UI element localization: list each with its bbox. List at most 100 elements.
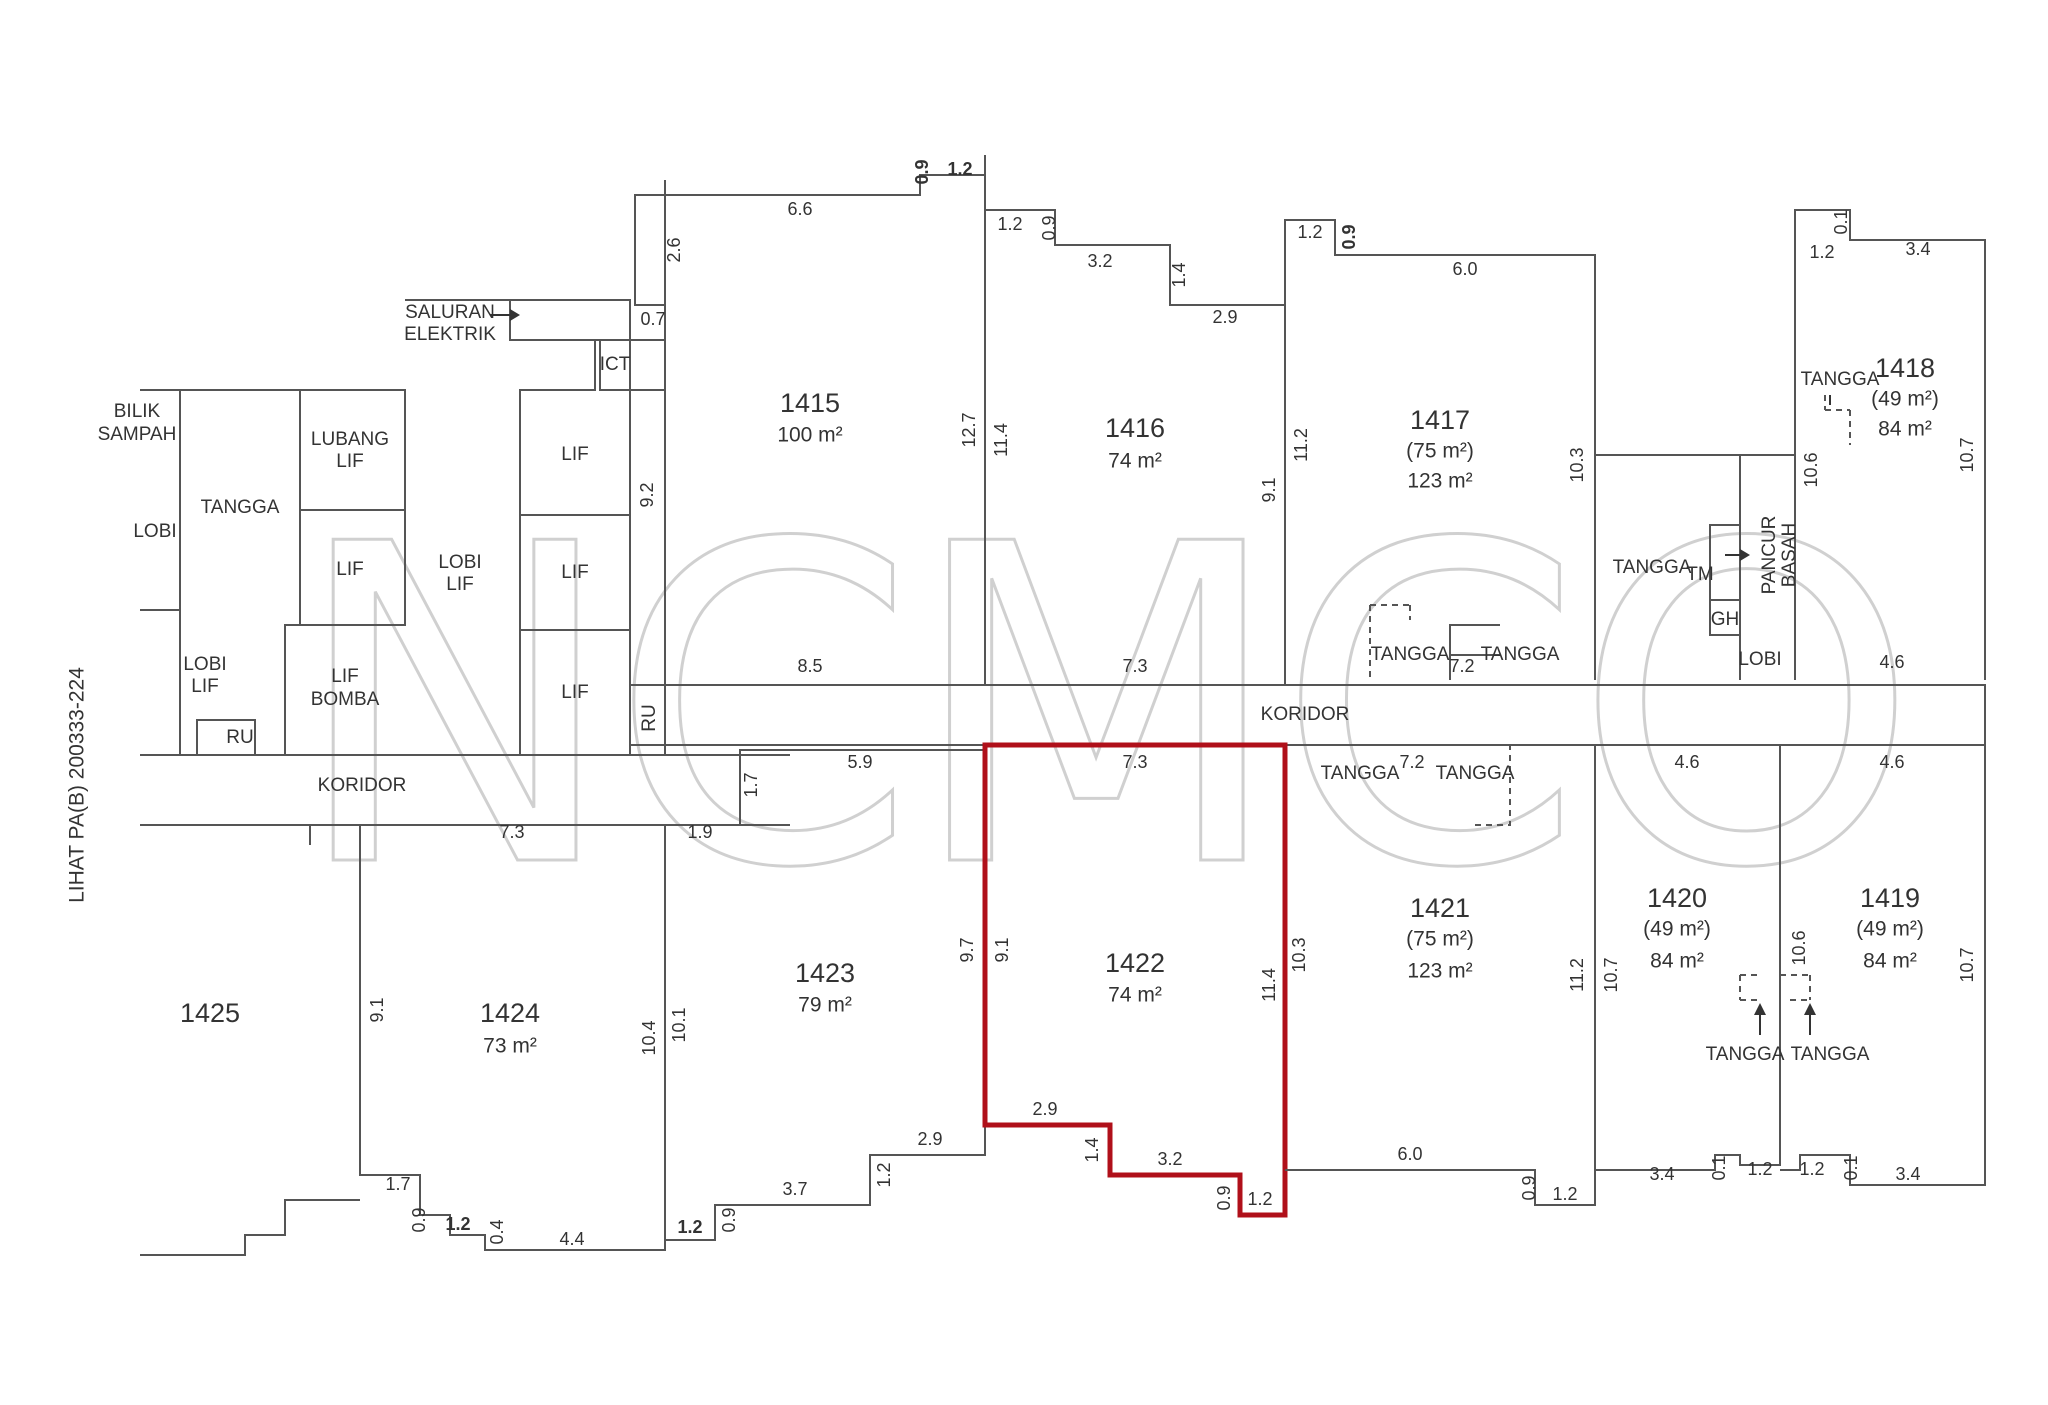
unit-1417-area-in: (75 m²) bbox=[1406, 440, 1474, 463]
label-koridor-right: KORIDOR bbox=[1261, 704, 1350, 725]
dim-label: 1.9 bbox=[687, 822, 712, 842]
room-labels: BILIK SAMPAH LOBI TANGGA LUBANG LIF LIF … bbox=[66, 302, 1880, 1065]
dim-label: 10.4 bbox=[639, 1020, 659, 1055]
dim-label: 11.4 bbox=[1259, 968, 1279, 1002]
label-tangga-1418: TANGGA bbox=[1801, 369, 1880, 390]
dim-label: 3.4 bbox=[1905, 239, 1930, 259]
dim-label: 5.9 bbox=[847, 752, 872, 772]
dim-label: 11.2 bbox=[1291, 428, 1311, 462]
dim-label: 10.3 bbox=[1289, 937, 1309, 972]
label-lif-1: LIF bbox=[336, 559, 363, 580]
dimension-labels: 6.6 2.6 0.7 9.2 12.7 0.9 1.2 1.2 0.9 3.2… bbox=[367, 159, 1977, 1249]
dim-label: 12.7 bbox=[959, 412, 979, 447]
dim-label: 2.9 bbox=[1032, 1099, 1057, 1119]
unit-1423-area: 79 m² bbox=[798, 994, 852, 1017]
dim-label: 0.1 bbox=[1841, 1155, 1861, 1180]
dim-label: 1.4 bbox=[1169, 262, 1189, 287]
dim-label: 0.9 bbox=[719, 1207, 739, 1232]
unit-1417-area: 123 m² bbox=[1407, 470, 1472, 493]
dim-label: 0.9 bbox=[1339, 224, 1359, 249]
unit-1415-outline bbox=[634, 155, 986, 685]
dim-label: 3.7 bbox=[782, 1179, 807, 1199]
unit-1424-number: 1424 bbox=[480, 998, 540, 1028]
label-ru-2: RU bbox=[639, 704, 660, 731]
unit-1419-area: 84 m² bbox=[1863, 950, 1917, 973]
label-tangga-core: TANGGA bbox=[201, 497, 280, 518]
unit-1419-number: 1419 bbox=[1860, 883, 1920, 913]
watermark: NCMCO bbox=[290, 452, 1910, 964]
label-ict: ICT bbox=[600, 354, 631, 375]
dim-label: 9.1 bbox=[367, 997, 387, 1022]
label-lobi-right: LOBI bbox=[1738, 649, 1781, 670]
unit-1419-outline bbox=[1780, 745, 1986, 1186]
unit-1417-number: 1417 bbox=[1410, 405, 1470, 435]
dim-label: 1.7 bbox=[741, 772, 761, 797]
label-bilik: BILIK bbox=[114, 401, 161, 422]
dim-label: 1.2 bbox=[1747, 1159, 1772, 1179]
dim-label: 1.2 bbox=[1809, 242, 1834, 262]
dim-label: 4.6 bbox=[1879, 652, 1904, 672]
label-basah: BASAH bbox=[1779, 523, 1800, 587]
label-tm: TM bbox=[1686, 564, 1713, 585]
unit-1422-highlight bbox=[982, 742, 1288, 1218]
dim-label: 1.4 bbox=[1082, 1137, 1102, 1162]
unit-1420-area: 84 m² bbox=[1650, 950, 1704, 973]
dim-label: 9.1 bbox=[992, 937, 1012, 962]
dim-label: 1.2 bbox=[997, 214, 1022, 234]
label-ru-1: RU bbox=[226, 727, 253, 748]
label-lif-2: LIF bbox=[561, 444, 588, 465]
label-lubang: LUBANG bbox=[311, 429, 389, 450]
unit-1421-number: 1421 bbox=[1410, 893, 1470, 923]
dim-label: 7.2 bbox=[1399, 752, 1424, 772]
unit-1418-number: 1418 bbox=[1875, 353, 1935, 383]
label-lif-bomba-b: BOMBA bbox=[311, 689, 380, 710]
unit-labels: 1415 100 m² 1416 74 m² 1417 (75 m²) 123 … bbox=[180, 353, 1939, 1057]
label-koridor-left: KORIDOR bbox=[318, 775, 407, 796]
dim-label: 7.2 bbox=[1449, 656, 1474, 676]
unit-1418-outline bbox=[1794, 209, 1986, 680]
label-gh: GH bbox=[1711, 609, 1740, 630]
dim-label: 10.1 bbox=[669, 1007, 689, 1042]
unit-1415-area: 100 m² bbox=[777, 424, 842, 447]
side-note: LIHAT PA(B) 200333-224 bbox=[66, 667, 89, 903]
dim-label: 0.7 bbox=[640, 309, 665, 329]
unit-1420-outline bbox=[1595, 745, 1781, 1171]
dim-label: 11.4 bbox=[991, 423, 1011, 457]
dim-label: 0.1 bbox=[1709, 1155, 1729, 1180]
dim-label: 8.5 bbox=[797, 656, 822, 676]
label-lif-bomba-a: LIF bbox=[331, 666, 358, 687]
unit-1422-area: 74 m² bbox=[1108, 984, 1162, 1007]
dim-label: 0.9 bbox=[912, 159, 932, 184]
unit-1421-area: 123 m² bbox=[1407, 960, 1472, 983]
dim-label: 1.7 bbox=[385, 1174, 410, 1194]
dim-label: 2.9 bbox=[917, 1129, 942, 1149]
label-lobi-left: LOBI bbox=[133, 521, 176, 542]
unit-1421-area-in: (75 m²) bbox=[1406, 928, 1474, 951]
dim-label: 10.3 bbox=[1567, 447, 1587, 482]
dim-label: 3.4 bbox=[1649, 1164, 1674, 1184]
label-lobi-lif-c: LOBI bbox=[438, 552, 481, 573]
dim-label: 0.1 bbox=[1831, 209, 1851, 234]
dim-label: 9.7 bbox=[957, 937, 977, 962]
label-saluran: SALURAN bbox=[405, 302, 495, 323]
dim-label: 10.6 bbox=[1789, 930, 1809, 965]
dim-label: 3.4 bbox=[1895, 1164, 1920, 1184]
unit-1423-number: 1423 bbox=[795, 958, 855, 988]
dim-label: 1.2 bbox=[677, 1217, 702, 1237]
unit-1416-outline bbox=[984, 209, 1286, 685]
dim-label: 0.9 bbox=[409, 1207, 429, 1232]
dim-label: 1.2 bbox=[1297, 222, 1322, 242]
dim-label: 1.2 bbox=[874, 1162, 894, 1187]
label-pancur: PANCUR bbox=[1759, 516, 1780, 595]
dim-label: 0.9 bbox=[1214, 1185, 1234, 1210]
dim-label: 9.1 bbox=[1259, 477, 1279, 502]
dim-label: 4.4 bbox=[559, 1229, 584, 1249]
dim-label: 7.3 bbox=[1122, 752, 1147, 772]
label-tangga-1417a: TANGGA bbox=[1371, 644, 1450, 665]
unit-1424-outline bbox=[359, 825, 666, 1251]
label-tangga-mid: TANGGA bbox=[1613, 557, 1692, 578]
dim-label: 0.9 bbox=[1039, 215, 1059, 240]
dim-label: 11.2 bbox=[1567, 958, 1587, 992]
dim-label: 7.3 bbox=[499, 822, 524, 842]
label-lubang-lif: LIF bbox=[336, 451, 363, 472]
